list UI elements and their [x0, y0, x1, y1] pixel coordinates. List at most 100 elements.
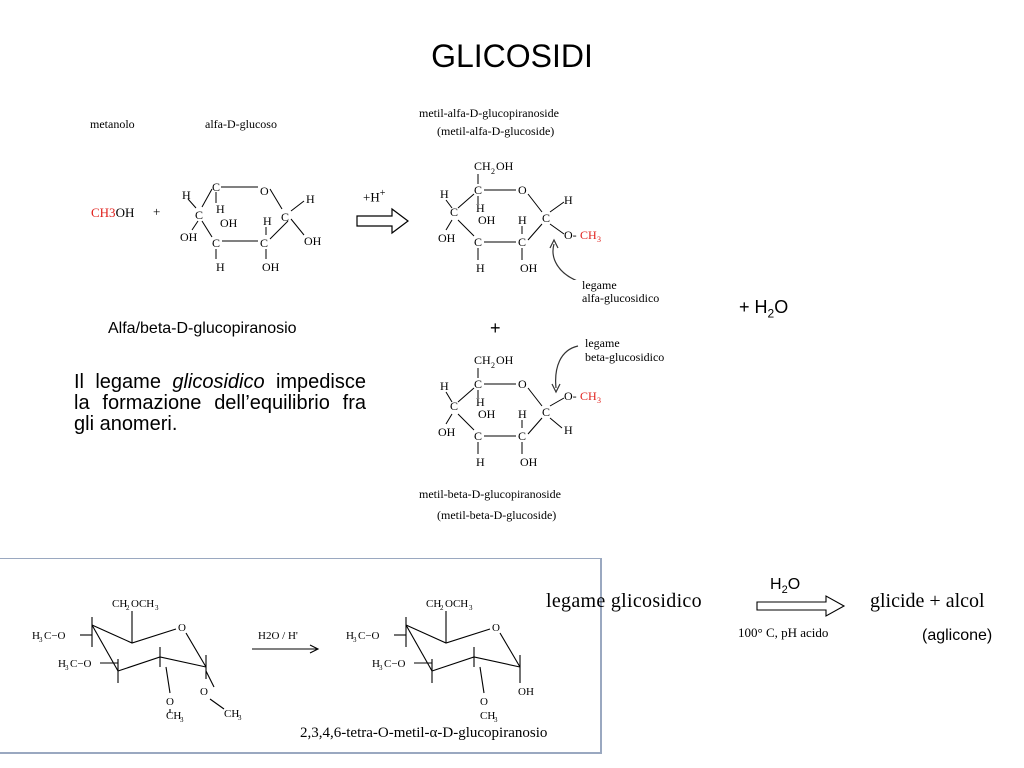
svg-text:H: H	[346, 630, 354, 642]
svg-text:C: C	[212, 180, 220, 194]
svg-text:OH: OH	[478, 213, 496, 227]
svg-text:3: 3	[39, 636, 43, 644]
svg-text:OH: OH	[520, 455, 538, 469]
svg-text:3: 3	[238, 714, 242, 722]
svg-text:O: O	[166, 696, 174, 708]
svg-text:O: O	[492, 622, 500, 634]
svg-text:OH: OH	[180, 230, 198, 244]
methanol-formula: CH3OH	[91, 205, 135, 220]
water-over-arrow: H2O	[770, 576, 801, 597]
svg-text:O-: O-	[564, 389, 577, 403]
svg-text:3: 3	[597, 235, 601, 244]
svg-text:CH: CH	[480, 710, 495, 722]
svg-text:H: H	[476, 395, 485, 409]
svg-text:C: C	[474, 183, 482, 197]
svg-text:OH: OH	[304, 234, 322, 248]
svg-text:C−O: C−O	[384, 658, 406, 670]
svg-text:CH: CH	[474, 353, 491, 367]
svg-text:O: O	[260, 184, 269, 198]
svg-text:C−O: C−O	[358, 630, 380, 642]
beta-product-synonym: (metil-beta-D-glucoside)	[437, 508, 557, 522]
beta-product-name: metil-beta-D-glucopiranoside	[419, 487, 561, 501]
aglycone-label: (aglicone)	[922, 627, 993, 644]
bond-text: legame glicosidico	[546, 590, 702, 612]
svg-text:O: O	[518, 377, 527, 391]
svg-text:H: H	[564, 193, 573, 207]
svg-text:C: C	[474, 429, 482, 443]
bottom-caption: 2,3,4,6-tetra-O-metil-α-D-glucopiranosio	[300, 725, 548, 741]
svg-text:2: 2	[126, 604, 130, 612]
svg-text:OH: OH	[518, 686, 534, 698]
glycosidic-bond-note: Il legame glicosidico impedisce la forma…	[74, 371, 366, 435]
svg-text:O: O	[200, 686, 208, 698]
svg-text:CH: CH	[426, 598, 441, 610]
svg-text:OH: OH	[496, 353, 514, 367]
svg-text:3: 3	[65, 664, 69, 672]
svg-text:2: 2	[491, 361, 495, 370]
svg-text:O-: O-	[564, 228, 577, 242]
svg-text:H: H	[476, 201, 485, 215]
svg-text:C: C	[195, 208, 203, 222]
svg-text:OH: OH	[220, 216, 238, 230]
svg-text:C: C	[450, 205, 458, 219]
svg-text:2: 2	[491, 167, 495, 176]
water-byproduct: + H2O	[739, 297, 789, 321]
svg-text:H: H	[518, 213, 527, 227]
svg-text:H: H	[518, 407, 527, 421]
svg-text:H: H	[476, 261, 485, 275]
alpha-glucose-label: alfa-D-glucoso	[205, 117, 277, 131]
svg-text:H: H	[182, 188, 191, 202]
reaction-arrow	[356, 207, 409, 235]
svg-text:OH: OH	[496, 159, 514, 173]
plus-between-products: +	[490, 318, 501, 338]
plus-sign: +	[153, 204, 161, 219]
svg-text:OCH: OCH	[131, 598, 154, 610]
svg-text:OCH: OCH	[445, 598, 468, 610]
alpha-product-name: metil-alfa-D-glucopiranoside	[419, 106, 559, 120]
svg-text:C−O: C−O	[44, 630, 66, 642]
hydrolysis-arrow	[756, 595, 846, 617]
hydrolysis-products: glicide + alcol	[870, 590, 985, 612]
svg-text:C: C	[474, 377, 482, 391]
svg-text:C: C	[542, 211, 550, 225]
svg-text:H: H	[216, 202, 225, 216]
bottom-reagent: H2O / H'	[258, 630, 298, 642]
svg-text:OH: OH	[438, 231, 456, 245]
reaction-conditions: 100° C, pH acido	[738, 625, 829, 640]
alpha-product-synonym: (metil-alfa-D-glucoside)	[437, 124, 555, 138]
acid-catalyst: +H+	[363, 188, 386, 205]
svg-text:CH: CH	[580, 389, 597, 403]
svg-text:OH: OH	[438, 425, 456, 439]
svg-text:3: 3	[379, 664, 383, 672]
svg-text:3: 3	[597, 396, 601, 405]
svg-text:C: C	[518, 235, 526, 249]
svg-text:H: H	[32, 630, 40, 642]
svg-text:2: 2	[440, 604, 444, 612]
svg-text:CH: CH	[580, 228, 597, 242]
svg-text:H: H	[440, 187, 449, 201]
svg-text:3: 3	[469, 604, 473, 612]
svg-text:H: H	[263, 214, 272, 228]
svg-text:3: 3	[180, 716, 184, 724]
svg-text:O: O	[178, 622, 186, 634]
svg-text:H: H	[58, 658, 66, 670]
svg-text:C: C	[542, 405, 550, 419]
svg-text:CH: CH	[112, 598, 127, 610]
svg-text:O: O	[518, 183, 527, 197]
svg-text:H: H	[440, 379, 449, 393]
methanol-label: metanolo	[90, 117, 135, 131]
svg-text:C: C	[281, 210, 289, 224]
svg-text:C: C	[450, 399, 458, 413]
svg-text:CH: CH	[474, 159, 491, 173]
svg-text:H: H	[216, 260, 225, 274]
pyranose-caption: Alfa/beta-D-glucopiranosio	[108, 320, 297, 337]
svg-text:CH: CH	[224, 708, 239, 720]
svg-text:O: O	[480, 696, 488, 708]
